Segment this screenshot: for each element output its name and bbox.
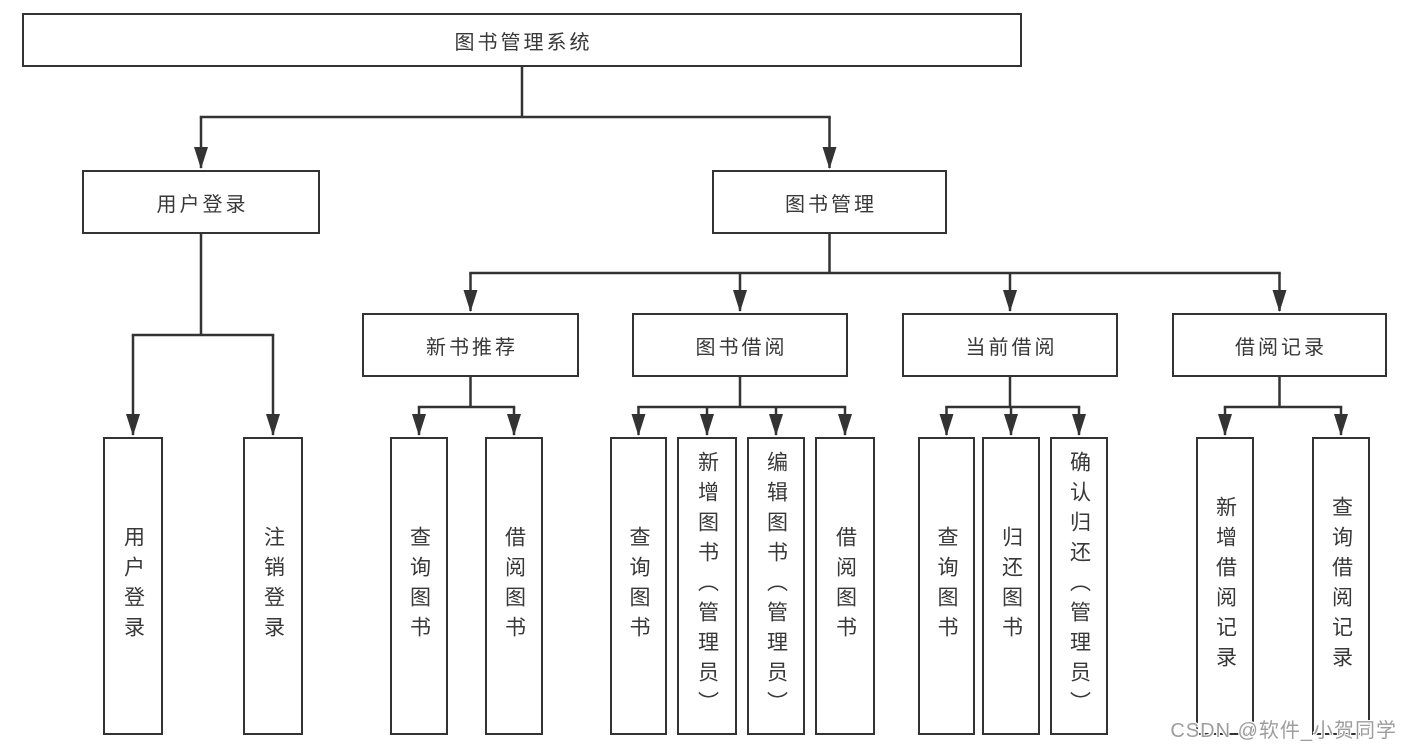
- node-user-login-label: 用户登录: [156, 193, 249, 216]
- node-borrow-records-label: 借阅记录: [1235, 336, 1327, 359]
- leaf-label: 查询图书: [935, 526, 958, 646]
- csdn-watermark: CSDN @软件_小贺同学: [1170, 720, 1397, 742]
- leaf-confirm-return-admin: 确认归还（管理员）: [1050, 437, 1108, 735]
- leaf-query-book-2: 查询图书: [610, 437, 667, 735]
- leaf-return-book: 归还图书: [982, 437, 1040, 735]
- leaf-label: 确认归还（管理员）: [1067, 451, 1091, 721]
- leaf-label: 查询图书: [627, 526, 650, 646]
- node-current-borrowing-label: 当前借阅: [965, 336, 1058, 359]
- node-book-borrowing-label: 图书借阅: [695, 336, 788, 359]
- node-new-book-recommend: 新书推荐: [362, 313, 579, 377]
- leaf-user-login: 用户登录: [103, 437, 163, 735]
- node-book-management: 图书管理: [712, 170, 947, 234]
- leaf-label: 注销登录: [261, 526, 285, 646]
- leaf-add-book-admin: 新增图书（管理员）: [677, 437, 737, 735]
- node-borrow-records: 借阅记录: [1172, 313, 1387, 377]
- leaf-label: 借阅图书: [833, 526, 857, 646]
- node-user-login: 用户登录: [82, 170, 320, 234]
- leaf-label: 查询图书: [407, 526, 431, 646]
- leaf-logout: 注销登录: [243, 437, 303, 735]
- leaf-label: 归还图书: [999, 526, 1023, 646]
- leaf-add-borrow-record: 新增借阅记录: [1196, 437, 1254, 735]
- node-root: 图书管理系统: [22, 13, 1022, 67]
- leaf-label: 用户登录: [121, 526, 145, 646]
- leaf-query-book-1: 查询图书: [390, 437, 448, 735]
- leaf-borrow-book-2: 借阅图书: [815, 437, 875, 735]
- leaf-label: 编辑图书（管理员）: [764, 451, 788, 721]
- leaf-edit-book-admin: 编辑图书（管理员）: [747, 437, 805, 735]
- node-new-book-recommend-label: 新书推荐: [426, 336, 518, 359]
- leaf-label: 新增借阅记录: [1213, 496, 1237, 676]
- node-book-management-label: 图书管理: [785, 193, 877, 216]
- leaf-label: 查询借阅记录: [1329, 496, 1353, 676]
- leaf-query-book-3: 查询图书: [918, 437, 975, 735]
- node-root-label: 图书管理系统: [454, 31, 593, 54]
- leaf-borrow-book-1: 借阅图书: [485, 437, 543, 735]
- leaf-label: 新增图书（管理员）: [695, 451, 719, 721]
- leaf-label: 借阅图书: [502, 526, 526, 646]
- node-current-borrowing: 当前借阅: [902, 313, 1118, 377]
- node-book-borrowing: 图书借阅: [632, 313, 848, 377]
- leaf-query-borrow-record: 查询借阅记录: [1312, 437, 1370, 735]
